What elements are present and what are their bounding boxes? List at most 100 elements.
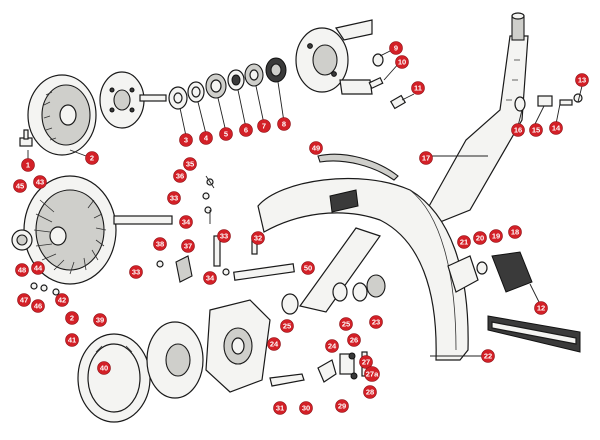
callout-c13: 13 <box>575 73 589 87</box>
callout-c33: 33 <box>129 265 143 279</box>
callout-c24b: 24 <box>325 339 339 353</box>
callout-c9: 9 <box>389 41 403 55</box>
callout-c26: 26 <box>347 333 361 347</box>
callout-marker <box>239 123 253 137</box>
callout-c25: 25 <box>280 319 294 333</box>
callout-number: 8 <box>282 120 286 129</box>
callout-marker <box>335 399 349 413</box>
callout-marker <box>15 263 29 277</box>
callout-c27a: 27a <box>364 366 380 382</box>
callout-c14: 14 <box>549 121 563 135</box>
callout-marker <box>65 311 79 325</box>
callout-number: 37 <box>184 242 192 251</box>
callout-number: 17 <box>422 154 430 163</box>
callout-number: 47 <box>20 296 28 305</box>
callout-marker <box>508 225 522 239</box>
callout-c7: 7 <box>257 119 271 133</box>
callout-c48: 48 <box>15 263 29 277</box>
callout-marker <box>183 157 197 171</box>
callout-marker <box>347 333 361 347</box>
bracket-21 <box>447 255 479 293</box>
callout-c31: 31 <box>273 401 287 415</box>
callout-c32: 32 <box>251 231 265 245</box>
small-parts-9-11 <box>368 53 407 110</box>
callout-c2b: 2 <box>65 311 79 325</box>
callout-number: 22 <box>484 352 492 361</box>
callout-c2: 2 <box>85 151 99 165</box>
callout-marker <box>257 119 271 133</box>
callout-number: 45 <box>16 182 24 191</box>
callout-c3: 3 <box>179 133 193 147</box>
callout-c18: 18 <box>508 225 522 239</box>
callout-marker <box>93 313 107 327</box>
callout-number: 5 <box>224 130 228 139</box>
callout-number: 29 <box>338 402 346 411</box>
callout-c20: 20 <box>473 231 487 245</box>
brake-drum <box>27 74 97 156</box>
callout-c21: 21 <box>457 235 471 249</box>
wheel-disc <box>146 321 204 399</box>
callout-c23: 23 <box>369 315 383 329</box>
callout-number: 33 <box>132 268 140 277</box>
callout-marker <box>251 231 265 245</box>
callout-number: 27 <box>362 358 370 367</box>
callout-number: 33 <box>170 194 178 203</box>
callout-marker <box>359 355 373 369</box>
callout-c33c: 33 <box>167 191 181 205</box>
callout-number: 2 <box>90 154 94 163</box>
callout-number: 30 <box>302 404 310 413</box>
callout-c28: 28 <box>363 385 377 399</box>
leader-lines <box>27 49 583 357</box>
hub-flange <box>99 71 145 129</box>
callout-c1: 1 <box>21 158 35 172</box>
callout-c24: 24 <box>267 337 281 351</box>
callout-c40: 40 <box>97 361 111 375</box>
callout-c4: 4 <box>199 131 213 145</box>
callout-number: 41 <box>68 336 76 345</box>
callout-c15: 15 <box>529 123 543 137</box>
callout-number: 43 <box>36 178 44 187</box>
callout-marker <box>309 141 323 155</box>
callout-marker <box>301 261 315 275</box>
callout-c34: 34 <box>179 215 193 229</box>
callout-number: 24 <box>270 340 279 349</box>
callout-number: 26 <box>350 336 358 345</box>
callout-number: 48 <box>18 266 26 275</box>
callout-number: 35 <box>186 160 194 169</box>
callout-marker <box>167 191 181 205</box>
callout-marker <box>511 123 525 137</box>
callout-marker <box>219 127 233 141</box>
linkage-26-31 <box>269 352 358 387</box>
callout-marker <box>17 293 31 307</box>
callout-marker <box>534 301 548 315</box>
callout-number: 10 <box>398 58 406 67</box>
callout-marker <box>199 131 213 145</box>
callout-c22: 22 <box>481 349 495 363</box>
callout-c12: 12 <box>534 301 548 315</box>
callout-number: 16 <box>514 126 522 135</box>
small-parts-13-16 <box>514 93 583 112</box>
trim-strip-49 <box>317 153 399 181</box>
callout-marker <box>217 229 231 243</box>
callout-marker <box>575 73 589 87</box>
callout-c41: 41 <box>65 333 79 347</box>
callout-number: 31 <box>276 404 284 413</box>
callout-number: 13 <box>578 76 586 85</box>
callout-c5: 5 <box>219 127 233 141</box>
callout-number: 44 <box>34 264 43 273</box>
callout-c43: 43 <box>33 175 47 189</box>
callout-number: 46 <box>34 302 42 311</box>
callout-marker <box>364 366 380 382</box>
callout-number: 25 <box>283 322 291 331</box>
callout-number: 2 <box>70 314 74 323</box>
callout-number: 23 <box>372 318 380 327</box>
callout-c16: 16 <box>511 123 525 137</box>
callout-number: 24 <box>328 342 337 351</box>
callout-marker <box>55 293 69 307</box>
callout-number: 21 <box>460 238 468 247</box>
callout-marker <box>273 401 287 415</box>
callout-c47: 47 <box>17 293 31 307</box>
callout-c10: 10 <box>395 55 409 69</box>
callout-marker <box>299 401 313 415</box>
callout-c6: 6 <box>239 123 253 137</box>
